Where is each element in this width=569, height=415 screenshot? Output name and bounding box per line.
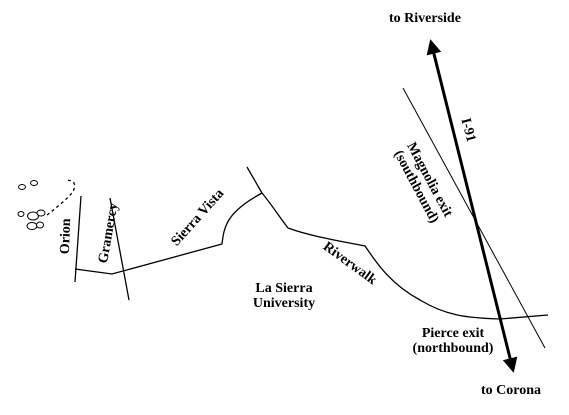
la-sierra-name-line: La Sierra (255, 281, 313, 296)
university-name-line: University (252, 295, 316, 311)
sierra-vista-spur (246, 166, 263, 194)
la-sierra-university-label: La Sierra University (240, 281, 328, 311)
pierce-exit-name: Pierce exit (421, 326, 485, 341)
pierce-exit-label: Pierce exit (northbound) (400, 326, 506, 356)
orion-label: Orion (57, 218, 75, 255)
to-corona-label: to Corona (481, 383, 542, 398)
walking-path (46, 179, 76, 216)
gramercy-street (109, 197, 130, 301)
to-riverside-label: to Riverside (389, 11, 461, 26)
magnolia-exit-road (402, 87, 546, 349)
interstate-91-road (426, 39, 518, 373)
orion-street (74, 195, 82, 283)
sierra-vista-riverwalk-road (74, 192, 549, 320)
pierce-exit-direction: (northbound) (412, 340, 494, 356)
footprints-icon (17, 180, 46, 230)
